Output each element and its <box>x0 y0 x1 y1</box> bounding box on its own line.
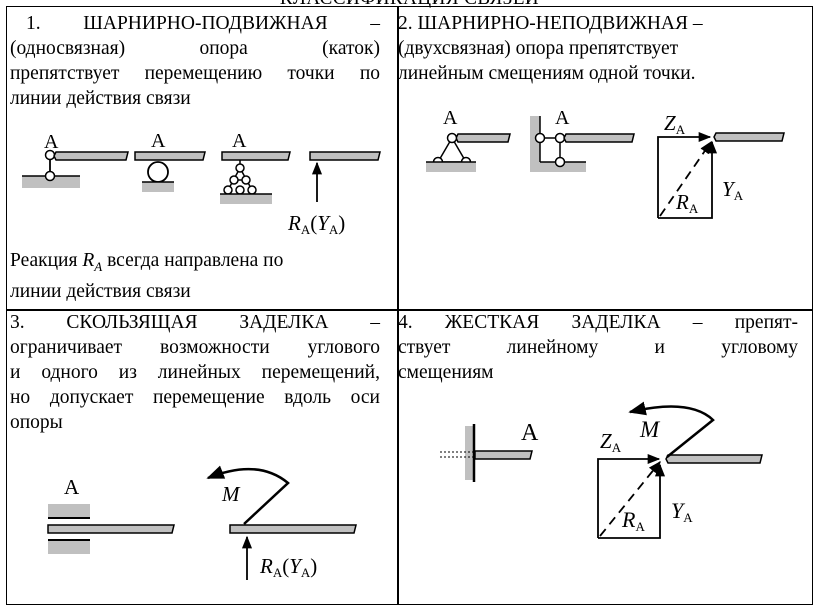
cell2-wall-pin-support: A <box>530 107 635 172</box>
point-a-label: A <box>555 107 570 129</box>
cell2-line-1: 2. ШАРНИРНО-НЕПОДВИЖНАЯ – <box>398 13 703 34</box>
moment-label: M <box>639 417 661 442</box>
cell4-line-3: смещениям <box>398 362 494 383</box>
cell1-note-sub: A <box>94 258 103 274</box>
point-a-label: A <box>44 131 59 153</box>
cell1-line-3: препятствует перемещению точки по <box>10 63 380 84</box>
beam <box>229 524 357 534</box>
cell4-line-1: 4. ЖЕСТКАЯ ЗАДЕЛКА – препят- <box>398 312 798 333</box>
row-divider <box>7 309 812 311</box>
y-label: YA <box>671 498 693 525</box>
cell4-reaction-scheme: M ZA YA RA <box>597 401 763 539</box>
cell3-description: 3. СКОЛЬЗЯЩАЯ ЗАДЕЛКА – ограничивает воз… <box>10 310 380 435</box>
hinge-icon <box>44 170 56 182</box>
beam <box>53 151 129 161</box>
point-a-label: A <box>521 420 539 446</box>
cell1-note-prefix: Реакция <box>10 250 83 271</box>
guide-hatch <box>48 540 90 554</box>
cell1-line-1: 1. ШАРНИРНО-ПОДВИЖНАЯ – <box>26 13 380 34</box>
cell3-sliding-clamp: A <box>47 475 175 554</box>
guide-hatch <box>48 504 90 518</box>
z-label: ZA <box>664 111 686 137</box>
ground-hatch <box>142 182 174 192</box>
cell3-line-3: и одного из линейных перемещений, <box>10 362 380 383</box>
cell4-fixed-clamp: A <box>440 420 539 482</box>
moment-label: M <box>221 482 241 506</box>
cell4-description: 4. ЖЕСТКАЯ ЗАДЕЛКА – препят- ствует лине… <box>398 310 798 385</box>
wall-hatch <box>465 426 473 480</box>
resultant-reaction-arrow <box>599 461 661 537</box>
reaction-label: RA(YA) <box>259 554 317 580</box>
y-label: YA <box>722 177 744 203</box>
cell4-line-2: ствует линейному и угловому <box>398 337 798 358</box>
y-reaction-arrow <box>598 463 666 539</box>
point-a-label: A <box>151 130 166 152</box>
column-divider <box>397 7 399 604</box>
beam <box>474 450 533 460</box>
beam <box>563 133 635 143</box>
hinge-icon <box>229 175 239 185</box>
roller-icon <box>147 161 169 183</box>
cell2-line-2: (двухсвязная) опора препятствует <box>398 38 679 59</box>
classification-table <box>6 6 813 605</box>
beam <box>665 454 763 464</box>
moment-arrow <box>206 465 290 525</box>
point-a-label: A <box>443 107 458 129</box>
cell1-note-line2: линии действия связи <box>10 280 191 302</box>
cell1-line-2: (односвязная) опора (каток) <box>10 38 380 59</box>
wall-hatch <box>530 116 540 172</box>
hinge-icon <box>446 132 458 144</box>
z-reaction-arrow <box>597 453 661 538</box>
z-label: ZA <box>600 429 622 455</box>
ground-hatch <box>426 162 476 172</box>
beam <box>221 151 291 161</box>
cell1-line-4: линии действия связи <box>10 88 191 109</box>
hinge-icon <box>554 132 566 144</box>
cell1-truss-roller-support: A <box>220 130 291 204</box>
reaction-label: RA(YA) <box>287 211 345 237</box>
beam <box>713 132 785 142</box>
cell3-line-2: ограничивает возможности углового <box>10 337 380 358</box>
r-label: RA <box>675 190 699 216</box>
cell1-note-symbol: R <box>82 250 95 271</box>
cell3-line-1: 3. СКОЛЬЗЯЩАЯ ЗАДЕЛКА – <box>10 312 380 333</box>
point-a-label: A <box>232 130 247 152</box>
hinge-icon <box>554 156 566 168</box>
point-a-label: A <box>64 475 80 499</box>
moment-arrow <box>628 401 715 458</box>
ground-hatch <box>220 194 272 204</box>
hinge-icon <box>534 132 546 144</box>
cell1-note-suffix: всегда направлена по <box>102 250 284 271</box>
cell2-pin-support: A <box>426 107 511 172</box>
r-label: RA <box>621 507 645 534</box>
ground-hatch <box>530 162 586 172</box>
hinge-icon <box>235 163 245 173</box>
hinge-icon <box>247 185 257 195</box>
cell2-description: 2. ШАРНИРНО-НЕПОДВИЖНАЯ – (двухсвязная) … <box>398 11 798 86</box>
cell1-description: 1. ШАРНИРНО-ПОДВИЖНАЯ – (односвязная) оп… <box>10 11 380 111</box>
y-reaction-arrow <box>658 140 718 219</box>
cell1-note: Реакция RA всегда направлена по линии де… <box>10 248 380 304</box>
cell3-line-4: но допускает перемещение вдоль оси <box>10 387 380 408</box>
ground-hatch <box>22 176 80 188</box>
beam <box>47 524 175 534</box>
cell3-line-5: опоры <box>10 412 63 433</box>
beam <box>455 133 511 143</box>
z-reaction-arrow <box>657 131 712 218</box>
cell1-roller-support: A <box>134 130 206 192</box>
cell2-reaction-scheme: ZA YA RA <box>657 111 785 219</box>
hinge-icon <box>235 185 245 195</box>
beam <box>309 151 381 161</box>
cell2-line-3: линейным смещениям одной точки. <box>398 63 696 84</box>
beam <box>134 151 206 161</box>
hinge-icon <box>223 185 233 195</box>
cell3-reaction-scheme: M RA(YA) <box>206 465 357 580</box>
page-title: КЛАССИФИКАЦИЯ СВЯЗЕЙ <box>0 0 819 10</box>
hinge-icon <box>241 175 251 185</box>
cell1-reaction-scheme: RA(YA) <box>287 151 381 237</box>
cell1-hinge-roller-support: A <box>22 131 129 188</box>
